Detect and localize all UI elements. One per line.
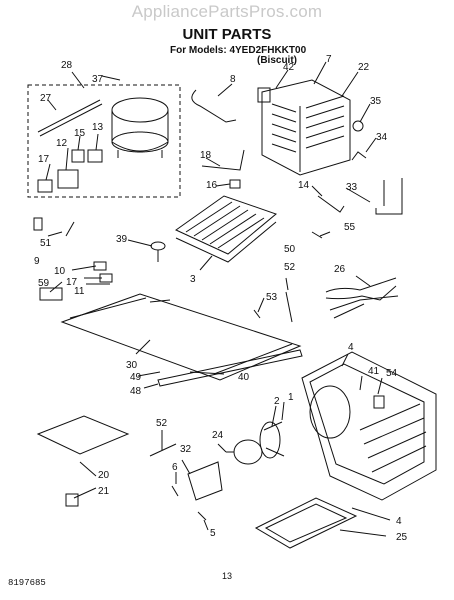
callout-20: 20 <box>98 470 110 481</box>
callout-16: 16 <box>206 180 218 191</box>
mounting-grommet <box>150 241 166 251</box>
callout-42: 42 <box>283 62 295 73</box>
drain-tube-lower <box>149 443 177 457</box>
cover-plate <box>36 415 130 455</box>
callout-21: 21 <box>98 486 110 497</box>
evaporator-coil <box>175 195 278 263</box>
callout-1: 1 <box>288 392 294 403</box>
grommet-part-54 <box>373 395 385 409</box>
drain-pan <box>254 497 358 549</box>
callout-52b: 52 <box>156 418 168 429</box>
callout-41: 41 <box>368 366 380 377</box>
document-number: 8197685 <box>8 578 46 588</box>
callout-2: 2 <box>274 396 280 407</box>
callout-13: 13 <box>92 122 104 133</box>
callout-33: 33 <box>346 182 358 193</box>
callout-15: 15 <box>74 128 86 139</box>
callout-53: 53 <box>266 292 278 303</box>
fan-housing <box>301 351 437 501</box>
callout-51: 51 <box>40 238 52 249</box>
callout-34: 34 <box>376 132 388 143</box>
page-number: 13 <box>222 571 233 581</box>
fan-blade <box>259 421 285 459</box>
discharge-tube <box>191 89 237 123</box>
callout-25: 25 <box>396 532 408 543</box>
insulation-part <box>33 217 43 231</box>
callout-6: 6 <box>172 462 178 473</box>
callout-11: 11 <box>74 286 85 297</box>
screw-part <box>253 309 261 319</box>
dryer-tube <box>375 178 403 215</box>
wire-harness <box>325 277 399 319</box>
compressor-shape <box>111 97 169 158</box>
callout-4b: 4 <box>396 516 402 527</box>
capillary-tube <box>317 195 345 213</box>
grommet-part <box>352 120 364 132</box>
callout-labels: 28 37 8 42 7 22 27 13 15 12 17 35 18 16 … <box>34 54 408 543</box>
callout-27: 27 <box>40 93 52 104</box>
callout-35: 35 <box>370 96 382 107</box>
callout-49: 49 <box>130 372 142 383</box>
terminal-cover <box>37 179 53 193</box>
clamp-part <box>351 151 367 161</box>
callout-50: 50 <box>284 244 296 255</box>
callout-5: 5 <box>210 528 216 539</box>
callout-54: 54 <box>386 368 398 379</box>
callout-14: 14 <box>298 180 310 191</box>
callout-52a: 52 <box>284 262 296 273</box>
callout-17a: 17 <box>38 154 50 165</box>
callout-17b: 17 <box>66 277 78 288</box>
condenser-shape <box>261 79 351 176</box>
callout-24: 24 <box>212 430 224 441</box>
drain-tube-upper <box>285 291 293 323</box>
screw-6 <box>171 485 179 497</box>
callout-22: 22 <box>358 62 370 73</box>
callout-18: 18 <box>200 150 212 161</box>
foot-part <box>65 493 79 507</box>
callout-28: 28 <box>61 60 73 71</box>
callout-12: 12 <box>56 138 68 149</box>
callout-4a: 4 <box>348 342 354 353</box>
start-device <box>57 169 79 189</box>
callout-8: 8 <box>230 74 236 85</box>
overload-rod <box>37 99 103 137</box>
callout-30: 30 <box>126 360 138 371</box>
callout-26: 26 <box>334 264 346 275</box>
callout-7: 7 <box>326 54 332 65</box>
callout-9: 9 <box>34 256 40 267</box>
callout-10: 10 <box>54 266 66 277</box>
tube-clip <box>229 179 241 189</box>
cover-part <box>71 149 85 163</box>
tube-part-51 <box>65 221 75 237</box>
callout-3: 3 <box>190 274 196 285</box>
condenser-bracket <box>257 87 271 103</box>
page-title: UNIT PARTS <box>182 26 272 43</box>
base-frame <box>60 293 302 381</box>
fan-motor <box>226 439 263 465</box>
callout-37: 37 <box>92 74 104 85</box>
relay-part <box>87 149 103 163</box>
motor-bracket <box>187 461 223 501</box>
callout-32: 32 <box>180 444 192 455</box>
callout-59: 59 <box>38 278 50 289</box>
callout-39: 39 <box>116 234 128 245</box>
callout-40: 40 <box>238 372 250 383</box>
screw-5 <box>197 511 207 521</box>
watermark: AppliancePartsPros.com <box>131 2 323 21</box>
callout-48: 48 <box>130 386 142 397</box>
callout-55: 55 <box>344 222 356 233</box>
models-line: For Models: 4YED2FHKKT00 <box>170 45 307 56</box>
compressor-group-box <box>27 84 181 198</box>
support-bar <box>157 349 303 387</box>
suction-tube <box>201 149 245 171</box>
color-line: (Biscuit) <box>257 55 297 66</box>
rail-bracket <box>39 287 63 301</box>
